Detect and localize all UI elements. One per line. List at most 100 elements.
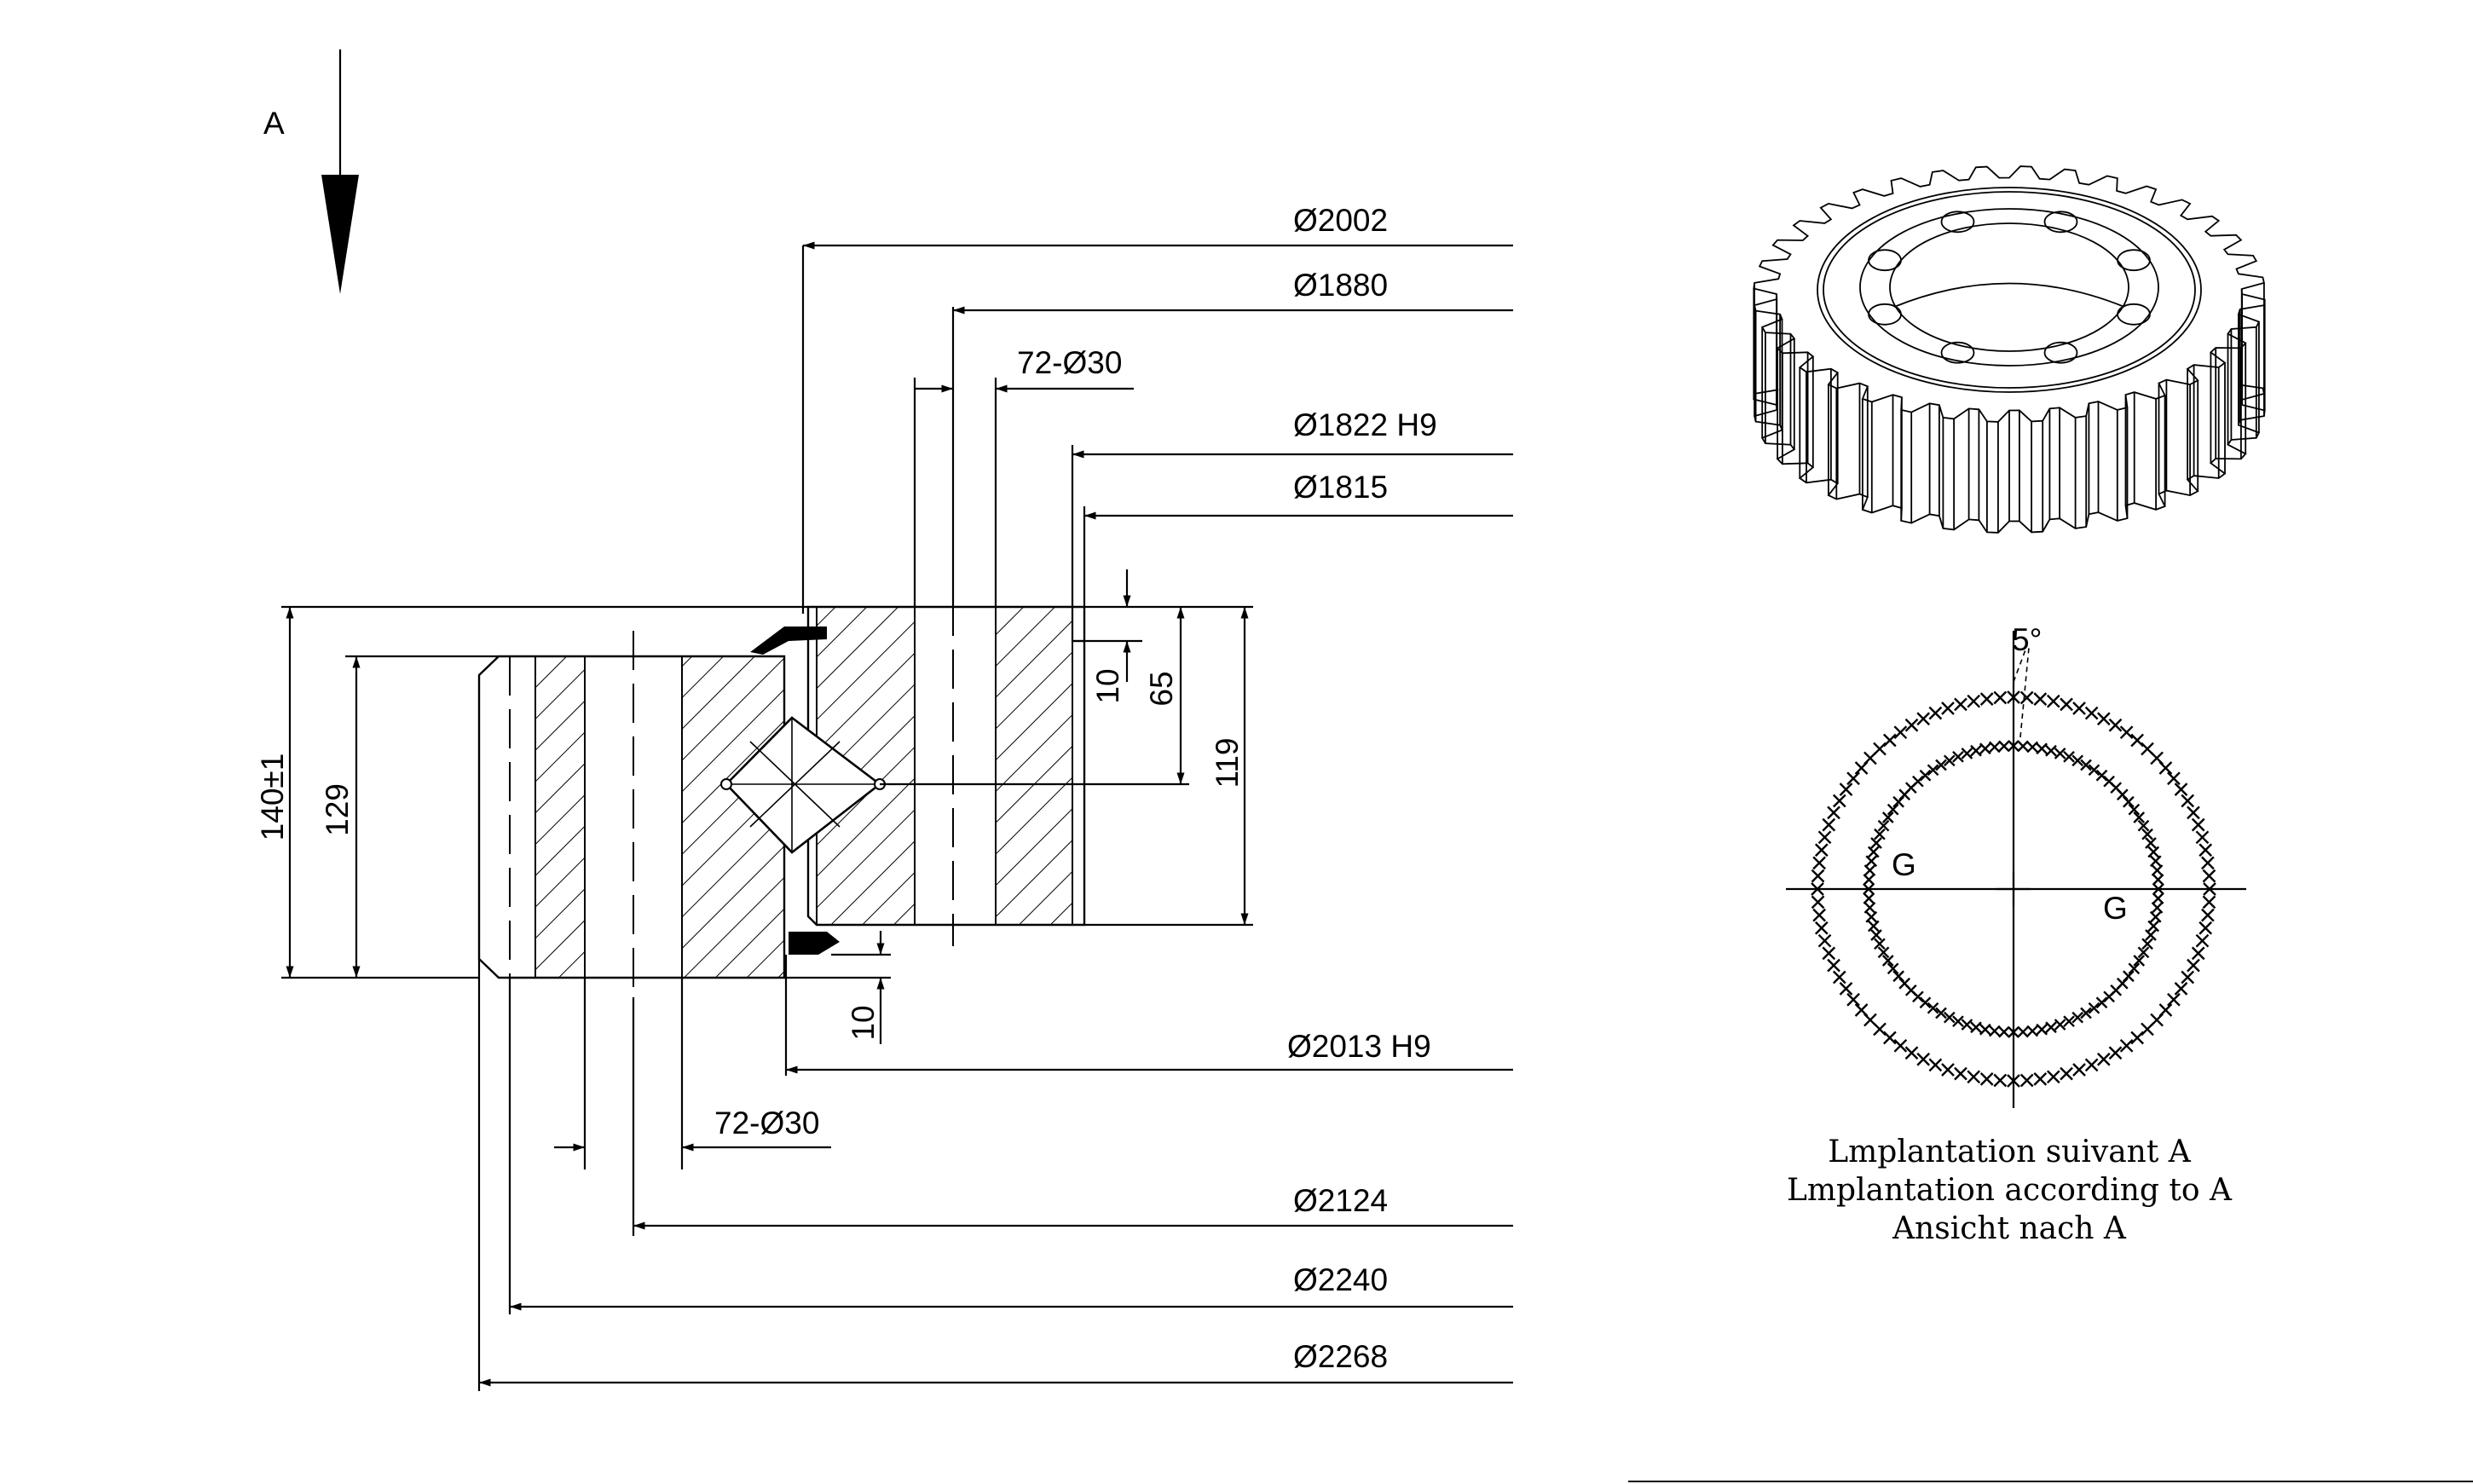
inner-hole-mark bbox=[2017, 1025, 2029, 1038]
outer-hole-mark bbox=[2199, 843, 2213, 857]
dim-h10-bottom: 10 bbox=[846, 1005, 881, 1040]
inner-hole-mark bbox=[1970, 744, 1982, 757]
inner-hole-mark bbox=[2063, 1015, 2075, 1028]
inner-hole-mark bbox=[2141, 828, 2153, 840]
outer-hole-mark bbox=[1967, 694, 1981, 708]
inner-hole-mark bbox=[2063, 750, 2075, 763]
inner-hole-mark bbox=[2017, 740, 2029, 753]
caption-english: Lmplantation according to A bbox=[1787, 1173, 2233, 1208]
outer-ring-section bbox=[477, 631, 786, 997]
inner-hole-mark bbox=[1870, 837, 1882, 849]
dim-h65: 65 bbox=[1144, 671, 1179, 706]
bearing-cross-section bbox=[477, 597, 1086, 997]
outer-hole-mark bbox=[2096, 1052, 2111, 1066]
outer-hole-mark bbox=[2033, 1072, 2048, 1086]
outer-hole-mark bbox=[1928, 1058, 1943, 1072]
inner-hole-mark bbox=[2152, 892, 2164, 904]
inner-hole-mark bbox=[2071, 754, 2084, 767]
outer-hole-mark bbox=[1893, 1038, 1908, 1053]
outer-hole-mark bbox=[1812, 908, 1826, 922]
outer-hole-mark bbox=[1814, 921, 1829, 935]
gear-teeth-outline bbox=[1753, 165, 2266, 423]
outer-hole-mark bbox=[1993, 1073, 2008, 1088]
dim-d1822: Ø1822 H9 bbox=[1293, 407, 1437, 442]
outer-hole-mark bbox=[2167, 992, 2181, 1007]
outer-hole-mark bbox=[2167, 771, 2181, 786]
inner-hole-mark bbox=[1943, 1011, 1956, 1024]
outer-hole-mark bbox=[2130, 733, 2144, 748]
outer-hole-mark bbox=[2108, 718, 2123, 732]
outer-hole-mark bbox=[1811, 882, 1824, 896]
inner-hole-mark bbox=[1865, 910, 1878, 923]
outer-hole-mark bbox=[2201, 856, 2215, 870]
inner-hole-mark bbox=[2045, 744, 2057, 757]
outer-hole-mark bbox=[1941, 1063, 1955, 1077]
inner-hole-mark bbox=[1952, 1015, 1964, 1028]
seal-bottom bbox=[789, 932, 840, 955]
outer-hole-mark bbox=[2119, 725, 2134, 740]
outer-hole-mark bbox=[1941, 702, 1955, 715]
inner-hole-mark bbox=[2088, 764, 2100, 777]
outer-hole-circle bbox=[1811, 690, 2216, 1088]
outer-hole-mark bbox=[1839, 982, 1853, 996]
inner-hole-mark bbox=[2036, 1023, 2048, 1036]
inner-hole-mark bbox=[1874, 938, 1886, 950]
outer-hole-mark bbox=[1846, 771, 1860, 786]
outer-hole-mark bbox=[2108, 1046, 2123, 1060]
inner-hole-mark bbox=[2036, 742, 2048, 755]
outer-hole-mark bbox=[2033, 692, 2048, 706]
inner-hole-mark bbox=[1935, 1007, 1947, 1019]
inner-hole-mark bbox=[2128, 803, 2141, 816]
outer-hole-mark bbox=[2060, 697, 2073, 712]
inner-hole-mark bbox=[2152, 883, 2164, 895]
inner-hole-mark bbox=[2054, 748, 2066, 759]
outer-hole-mark bbox=[2181, 794, 2195, 808]
dim-holes-top: 72-Ø30 bbox=[1017, 345, 1122, 380]
outer-hole-mark bbox=[1827, 806, 1840, 820]
inner-hole-mark bbox=[1863, 892, 1875, 904]
outer-hole-mark bbox=[2181, 970, 2195, 985]
inner-hole-mark bbox=[1892, 970, 1904, 983]
caption-french: Lmplantation suivant A bbox=[1828, 1135, 2192, 1169]
dim-h140: 140±1 bbox=[255, 754, 290, 841]
inner-hole-mark bbox=[1943, 754, 1956, 767]
dim-d2002: Ø2002 bbox=[1293, 203, 1388, 238]
outer-hole-mark bbox=[2195, 933, 2210, 948]
outer-hole-mark bbox=[2174, 782, 2188, 796]
inner-hole-mark bbox=[2145, 837, 2157, 849]
dim-d2013: Ø2013 H9 bbox=[1287, 1029, 1431, 1064]
outer-hole-mark bbox=[2201, 908, 2215, 922]
inner-hole-mark bbox=[2008, 1026, 2019, 1038]
dim-d2240: Ø2240 bbox=[1293, 1262, 1388, 1297]
outer-hole-mark bbox=[1822, 817, 1836, 832]
outer-hole-mark bbox=[2174, 982, 2188, 996]
inner-hole-mark bbox=[1961, 1019, 1973, 1031]
outer-hole-mark bbox=[2046, 694, 2060, 708]
inner-hole-mark bbox=[1988, 1025, 2001, 1037]
view-label: A bbox=[263, 106, 285, 141]
outer-hole-mark bbox=[1904, 1046, 1919, 1060]
dim-h119: 119 bbox=[1210, 738, 1245, 788]
inner-hole-mark bbox=[1887, 962, 1899, 975]
dim-h129: 129 bbox=[320, 783, 355, 836]
outer-hole-mark bbox=[1854, 1003, 1869, 1017]
dim-d2124: Ø2124 bbox=[1293, 1183, 1388, 1218]
inner-hole-mark bbox=[1865, 855, 1878, 868]
inner-hole-mark bbox=[2026, 1025, 2039, 1037]
dim-d1880: Ø1880 bbox=[1293, 268, 1388, 303]
outer-hole-mark bbox=[1832, 794, 1846, 808]
inner-hole-mark bbox=[1877, 946, 1890, 959]
outer-hole-mark bbox=[2007, 1074, 2020, 1088]
inner-hole-mark bbox=[2045, 1021, 2057, 1034]
inner-hole-mark bbox=[1935, 759, 1947, 771]
gear-teeth-bottom bbox=[1753, 384, 2266, 534]
outer-hole-mark bbox=[1814, 843, 1829, 857]
dim-holes-bottom: 72-Ø30 bbox=[714, 1106, 819, 1140]
outer-hole-mark bbox=[1928, 706, 1943, 720]
seal-top bbox=[750, 627, 827, 655]
outer-hole-mark bbox=[1883, 733, 1897, 748]
outer-hole-mark bbox=[1832, 970, 1846, 985]
view-direction-arrow bbox=[321, 49, 359, 294]
inner-hole-mark bbox=[1952, 750, 1964, 763]
